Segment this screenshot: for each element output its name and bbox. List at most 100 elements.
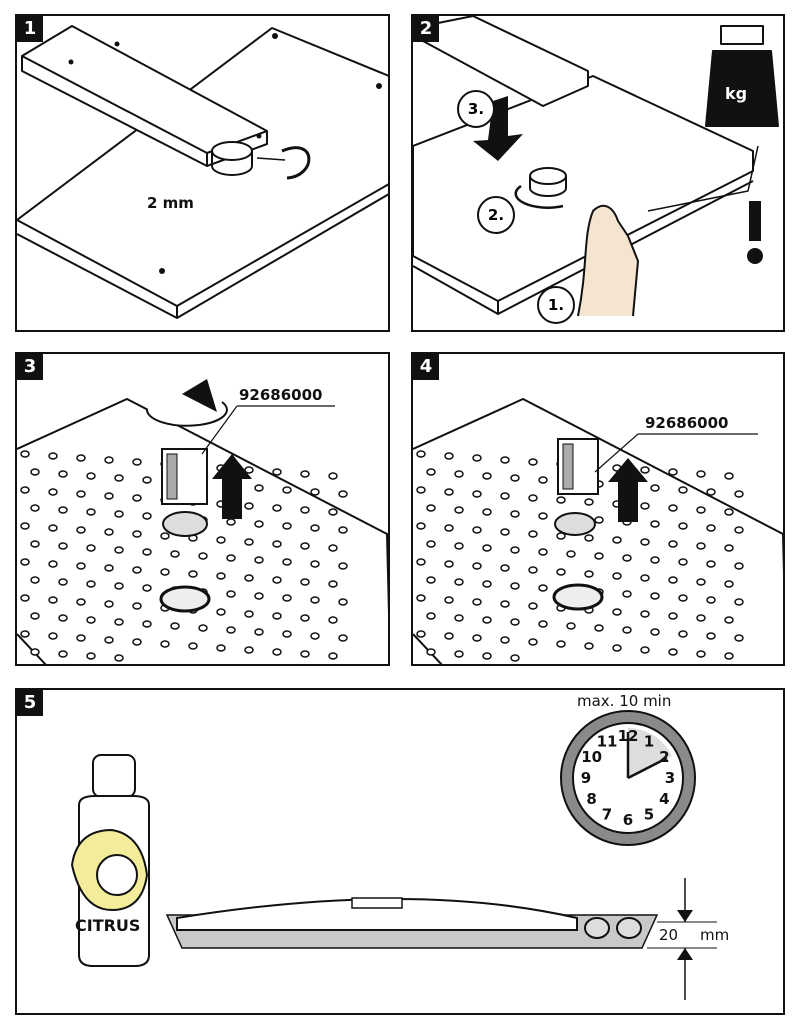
nozzle (696, 506, 706, 514)
nozzle (104, 564, 114, 572)
nozzle (114, 474, 124, 482)
nozzle (104, 492, 114, 500)
step-number: 4 (413, 354, 439, 380)
nozzle (482, 472, 492, 480)
nozzle (282, 558, 292, 566)
nozzle (640, 574, 650, 582)
nozzle (416, 522, 426, 530)
nozzle (254, 556, 264, 564)
nozzle (142, 476, 152, 484)
nozzle (696, 542, 706, 550)
nozzle (30, 468, 40, 476)
nozzle (566, 622, 576, 630)
nozzle (482, 652, 492, 660)
nozzle (226, 590, 236, 598)
nozzle (226, 518, 236, 526)
nozzle (556, 496, 566, 504)
nozzle (426, 468, 436, 476)
nozzle (556, 568, 566, 576)
step-4-illustration (413, 397, 783, 664)
nozzle (510, 510, 520, 518)
nozzle (86, 616, 96, 624)
nozzle (594, 516, 604, 524)
nozzle (734, 526, 744, 534)
nozzle (734, 490, 744, 498)
nozzle (734, 634, 744, 642)
nozzle (142, 548, 152, 556)
step-3-panel: 3 92686000 (15, 352, 390, 666)
nozzle (472, 490, 482, 498)
nozzle (76, 454, 86, 462)
nozzle (454, 650, 464, 658)
nozzle (86, 580, 96, 588)
nozzle (650, 484, 660, 492)
nozzle (472, 598, 482, 606)
nozzle (282, 486, 292, 494)
nozzle (114, 618, 124, 626)
nozzle (20, 522, 30, 530)
nozzle (538, 476, 548, 484)
clock-numeral: 1 (644, 733, 654, 751)
nozzle (594, 624, 604, 632)
nozzle (216, 644, 226, 652)
nozzle (142, 512, 152, 520)
nozzle (310, 524, 320, 532)
nozzle (58, 614, 68, 622)
nozzle (538, 548, 548, 556)
nozzle (244, 610, 254, 618)
nozzle (48, 632, 58, 640)
nozzle (282, 630, 292, 638)
nozzle (142, 620, 152, 628)
nozzle (338, 526, 348, 534)
nozzle (472, 526, 482, 534)
nozzle (444, 632, 454, 640)
nozzle (454, 506, 464, 514)
nozzle (272, 540, 282, 548)
nozzle (444, 596, 454, 604)
nozzle (328, 616, 338, 624)
nozzle (528, 494, 538, 502)
nozzle (30, 612, 40, 620)
nozzle (216, 572, 226, 580)
nozzle (104, 456, 114, 464)
clock-numeral: 10 (581, 748, 602, 766)
nozzle (170, 550, 180, 558)
nozzle (272, 468, 282, 476)
nozzle (622, 626, 632, 634)
nozzle (416, 486, 426, 494)
nozzle (188, 570, 198, 578)
nozzle (696, 578, 706, 586)
nozzle (594, 552, 604, 560)
nozzle (328, 652, 338, 660)
nozzle (272, 576, 282, 584)
nozzle (254, 628, 264, 636)
nozzle (584, 570, 594, 578)
nozzle (678, 486, 688, 494)
nozzle (482, 580, 492, 588)
nozzle (668, 612, 678, 620)
step-4-panel: 4 92686000 (411, 352, 785, 666)
nozzle (622, 554, 632, 562)
nozzle (328, 580, 338, 588)
nozzle (650, 556, 660, 564)
nozzle (538, 620, 548, 628)
nozzle (104, 636, 114, 644)
nozzle (706, 524, 716, 532)
nozzle (640, 502, 650, 510)
nozzle (300, 542, 310, 550)
nozzle (188, 642, 198, 650)
nozzle (472, 634, 482, 642)
clock-numeral: 11 (597, 733, 618, 751)
step-5-panel: 5 121234567891011 max. 10 min CITRUS (15, 688, 785, 1015)
nozzle (678, 558, 688, 566)
clock-numeral: 8 (586, 790, 596, 808)
nozzle (426, 612, 436, 620)
nozzle (528, 638, 538, 646)
nozzle (454, 470, 464, 478)
part-number-label: 92686000 (645, 414, 729, 432)
weight-label: kg (725, 84, 748, 103)
gap-label: 2 mm (147, 194, 194, 212)
nozzle (48, 596, 58, 604)
nozzle (538, 584, 548, 592)
nozzle (310, 596, 320, 604)
